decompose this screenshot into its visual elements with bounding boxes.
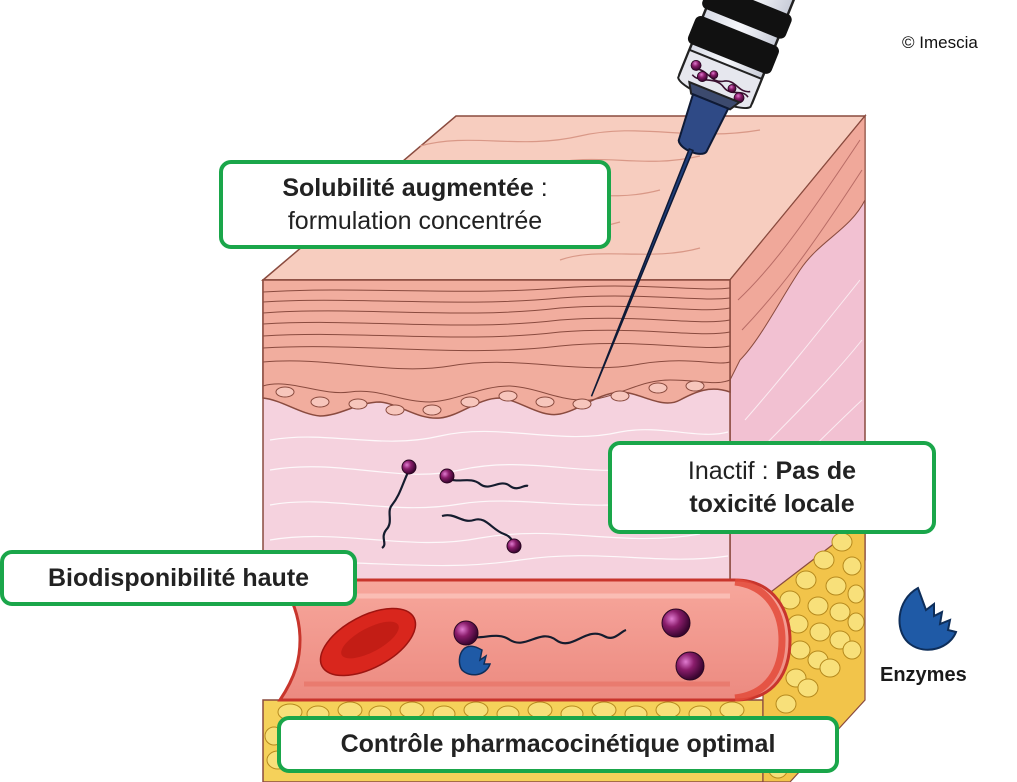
pk-control-callout-text: Contrôle pharmacocinétique optimal bbox=[341, 728, 776, 761]
solubility-callout-line2: formulation concentrée bbox=[288, 207, 542, 235]
inactive-callout-plain: Inactif : bbox=[688, 457, 776, 485]
inactive-callout: Inactif : Pas de toxicité locale bbox=[608, 441, 936, 534]
enzymes-label: Enzymes bbox=[880, 664, 967, 687]
copyright-text: © Imescia bbox=[902, 33, 978, 53]
solubility-callout-bold: Solubilité augmentée bbox=[282, 174, 533, 202]
inactive-callout-bold1: Pas de bbox=[775, 457, 856, 485]
solubility-callout: Solubilité augmentée : formulation conce… bbox=[219, 160, 611, 249]
bioavailability-callout-text: Biodisponibilité haute bbox=[48, 562, 309, 595]
inactive-callout-bold2: toxicité locale bbox=[689, 490, 854, 518]
solubility-callout-colon: : bbox=[534, 174, 548, 202]
enzyme-icon bbox=[900, 588, 956, 650]
solubility-callout-text: Solubilité augmentée : formulation conce… bbox=[282, 172, 547, 238]
inactive-callout-text: Inactif : Pas de toxicité locale bbox=[688, 455, 856, 521]
bioavailability-callout: Biodisponibilité haute bbox=[0, 550, 357, 606]
pk-control-callout: Contrôle pharmacocinétique optimal bbox=[277, 716, 839, 773]
